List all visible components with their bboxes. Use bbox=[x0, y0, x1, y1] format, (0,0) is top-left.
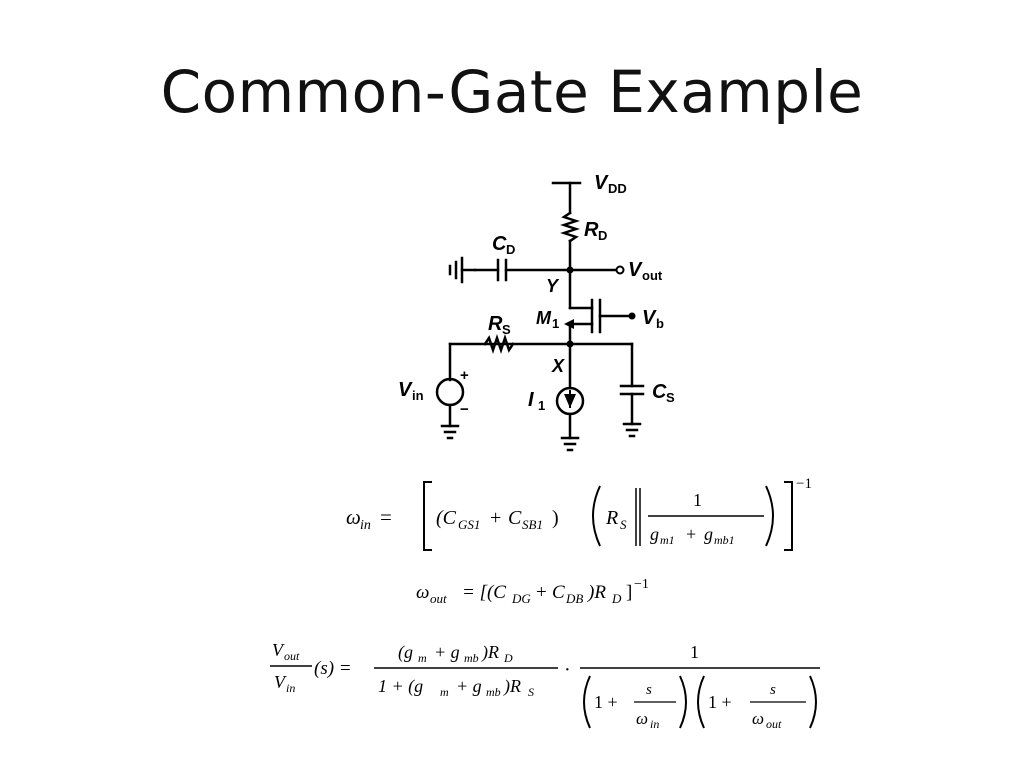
eq2-lhs-sub: out bbox=[430, 591, 447, 606]
cs-label: C bbox=[652, 381, 667, 403]
eq3-den-gm-sub: m bbox=[440, 685, 449, 699]
eq1-lhs: ω bbox=[346, 505, 361, 529]
eq2-body: = [(C bbox=[462, 582, 506, 603]
eq3-s1: s bbox=[646, 682, 652, 698]
eq1-plus: + bbox=[490, 507, 501, 529]
eq3-den: 1 + (g bbox=[378, 676, 423, 697]
eq1-close: ) bbox=[552, 507, 559, 529]
eq2-exp: −1 bbox=[634, 577, 649, 592]
eq1-gmb: g bbox=[704, 524, 713, 544]
eq3-num-rd-sub: D bbox=[503, 651, 513, 665]
eq1-cgs-sub: GS1 bbox=[458, 517, 480, 532]
vin-minus: − bbox=[460, 401, 469, 418]
node-x-label: X bbox=[551, 356, 565, 376]
vin-plus: + bbox=[460, 367, 469, 384]
cs-sub: S bbox=[666, 390, 675, 405]
eq-transfer: V out V in (s) = (g m + g mb )R D 1 + (g… bbox=[270, 640, 820, 731]
cd-label: C bbox=[492, 233, 507, 255]
eq2-close: ] bbox=[626, 582, 632, 603]
eq3-w2: ω bbox=[752, 709, 764, 728]
eq3-s-arg: (s) = bbox=[314, 658, 352, 679]
vb-label: V bbox=[642, 307, 657, 329]
vdd-sub: DD bbox=[608, 181, 627, 196]
eq3-vout: V bbox=[272, 640, 285, 660]
vout-label: V bbox=[628, 259, 643, 281]
node-y-label: Y bbox=[546, 276, 560, 296]
eq2-cdb-sub: DB bbox=[565, 591, 583, 606]
eq1-cgs: (C bbox=[436, 507, 457, 529]
eq3-den-rs: )R bbox=[503, 676, 521, 697]
eq2-lhs: ω bbox=[416, 582, 429, 603]
eq-omega-out: ω out = [(C DG + C DB )R D ] −1 bbox=[416, 577, 649, 606]
eq3-vin-sub: in bbox=[286, 681, 295, 695]
common-gate-schematic: V DD R D C D V out Y M 1 V b R S X V in … bbox=[398, 172, 675, 452]
eq-omega-in: ω in = (C GS1 + C SB1 ) R S 1 g m1 + g m… bbox=[346, 476, 812, 551]
eq3-vout-sub: out bbox=[284, 649, 300, 663]
slide-title: Common-Gate Example bbox=[160, 58, 864, 126]
eq3-den-gmb-sub: mb bbox=[486, 685, 501, 699]
eq3-vin: V bbox=[274, 672, 287, 692]
eq1-equals: = bbox=[380, 505, 392, 529]
eq1-csb: C bbox=[508, 507, 522, 529]
eq1-plus2: + bbox=[686, 524, 696, 544]
eq3-num-gmb-sub: mb bbox=[464, 651, 479, 665]
rd-label: R bbox=[584, 219, 599, 241]
vdd-label: V bbox=[594, 172, 609, 194]
eq3-s2: s bbox=[770, 682, 776, 698]
eq3-p2: 1 + bbox=[708, 692, 732, 712]
eq2-cdg-sub: DG bbox=[511, 591, 531, 606]
vb-sub: b bbox=[656, 316, 664, 331]
eq3-num-plus: + g bbox=[434, 642, 460, 662]
eq1-exp: −1 bbox=[796, 476, 812, 492]
eq3-den-rs-sub: S bbox=[528, 685, 534, 699]
eq2-rd: )R bbox=[587, 582, 606, 603]
eq1-csb-sub: SB1 bbox=[522, 517, 543, 532]
eq2-cdb: C bbox=[552, 582, 565, 603]
vin-label: V bbox=[398, 379, 413, 401]
eq1-gmb-sub: mb1 bbox=[714, 533, 735, 547]
eq3-w1-sub: in bbox=[650, 717, 659, 731]
eq3-p1: 1 + bbox=[594, 692, 618, 712]
eq3-den-plus: + g bbox=[456, 676, 482, 696]
eq2-rd-sub: D bbox=[611, 591, 622, 606]
m1-sub: 1 bbox=[552, 316, 559, 331]
i1-label: I bbox=[528, 389, 534, 411]
rs-label: R bbox=[488, 313, 503, 335]
m1-label: M bbox=[536, 308, 552, 328]
rd-sub: D bbox=[598, 228, 607, 243]
eq1-one: 1 bbox=[693, 490, 702, 510]
eq1-lhs-sub: in bbox=[360, 518, 371, 533]
eq1-rs-sub: S bbox=[620, 517, 627, 532]
eq1-gm-sub: m1 bbox=[660, 533, 675, 547]
eq3-num-gm-sub: m bbox=[418, 651, 427, 665]
eq2-plus: + bbox=[536, 582, 547, 603]
i1-sub: 1 bbox=[538, 398, 545, 413]
eq3-num-rd: )R bbox=[481, 642, 499, 663]
eq3-w2-sub: out bbox=[766, 717, 782, 731]
eq3-w1: ω bbox=[636, 709, 648, 728]
rs-sub: S bbox=[502, 322, 511, 337]
vin-sub: in bbox=[412, 388, 424, 403]
eq3-num: (g bbox=[398, 642, 413, 663]
equations: ω in = (C GS1 + C SB1 ) R S 1 g m1 + g m… bbox=[270, 476, 820, 731]
cd-sub: D bbox=[506, 242, 515, 257]
eq3-one: 1 bbox=[690, 642, 699, 662]
eq1-gm: g bbox=[650, 524, 659, 544]
vout-sub: out bbox=[642, 268, 663, 283]
eq3-dot: · bbox=[564, 659, 571, 681]
eq1-rs: R bbox=[605, 507, 618, 529]
